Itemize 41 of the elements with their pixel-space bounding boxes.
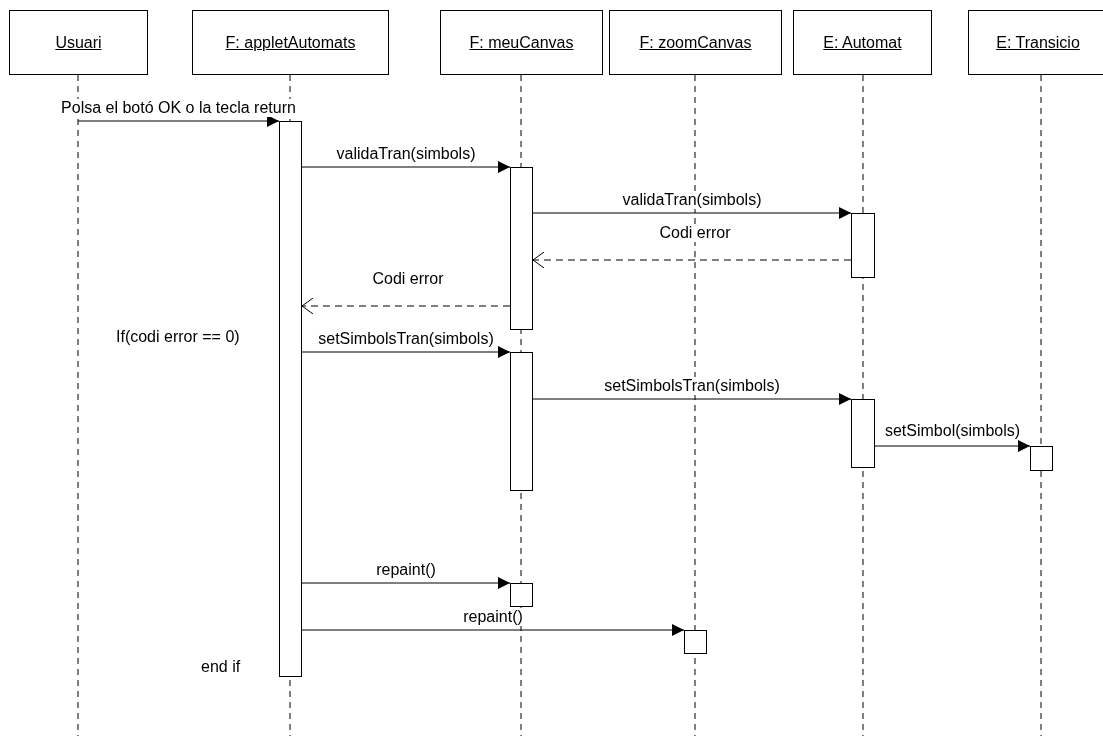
message-label: validaTran(simbols): [335, 145, 477, 163]
activation-bar: [510, 352, 533, 491]
message-label: setSimbol(simbols): [883, 422, 1022, 440]
message-arrow: [77, 115, 280, 127]
return-arrow: [301, 297, 511, 315]
object-name: Usuari: [55, 33, 102, 52]
message-arrow: [532, 393, 852, 405]
object-box: [9, 10, 148, 75]
message-label: Polsa el botó OK o la tecla return: [60, 99, 297, 117]
object-name: E: Automat: [823, 33, 902, 52]
object-name: F: meuCanvas: [469, 33, 574, 52]
activation-bar: [279, 121, 302, 677]
object-box: [609, 10, 782, 75]
object-box: [440, 10, 603, 75]
message-arrow: [301, 346, 511, 358]
object-name: E: Transicio: [996, 33, 1080, 52]
activation-bar: [1030, 446, 1053, 471]
activation-bar: [851, 399, 875, 468]
message-label: repaint(): [375, 561, 437, 579]
activation-bar: [510, 583, 533, 607]
message-arrow: [532, 207, 852, 219]
message-label: repaint(): [462, 608, 524, 626]
activation-bar: [684, 630, 707, 654]
object-name: F: zoomCanvas: [639, 33, 752, 52]
object-box: [793, 10, 932, 75]
message-arrow: [301, 624, 685, 636]
object-box: [192, 10, 389, 75]
message-label: setSimbolsTran(simbols): [603, 377, 781, 395]
message-label: validaTran(simbols): [621, 191, 763, 209]
object-box: [968, 10, 1103, 75]
return-arrow: [532, 251, 852, 269]
message-label: setSimbolsTran(simbols): [317, 330, 495, 348]
object-name: F: appletAutomats: [225, 33, 356, 52]
message-arrow: [301, 577, 511, 589]
message-arrow: [874, 440, 1031, 452]
message-arrow: [301, 161, 511, 173]
activation-bar: [851, 213, 875, 278]
condition-note: If(codi error == 0): [116, 328, 240, 346]
condition-note: end if: [201, 658, 241, 676]
activation-bar: [510, 167, 533, 330]
message-label: Codi error: [658, 224, 732, 242]
